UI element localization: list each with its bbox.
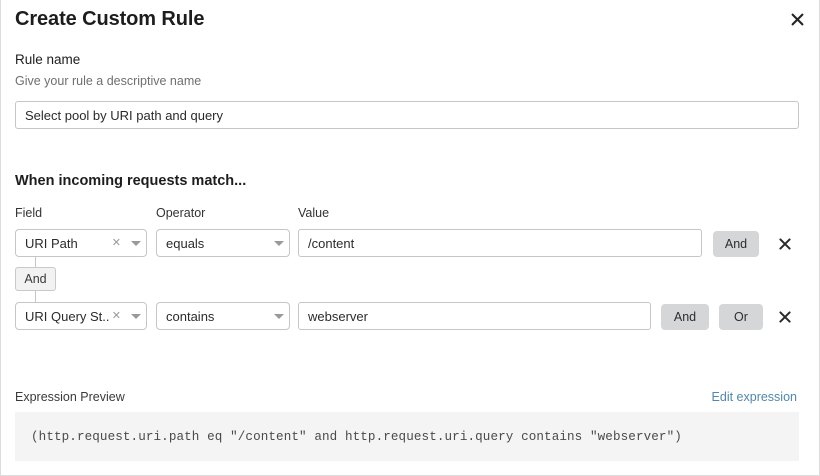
rule-name-label: Rule name (15, 52, 81, 67)
value-input-row-2[interactable] (298, 302, 651, 330)
and-button-row-2[interactable]: And (661, 304, 709, 330)
rule-name-input[interactable] (15, 101, 799, 129)
column-header-operator: Operator (156, 206, 206, 220)
operator-select-row-2[interactable]: contains (156, 302, 290, 330)
column-header-field: Field (15, 206, 43, 220)
edit-expression-link[interactable]: Edit expression (711, 390, 797, 404)
field-select-row-2[interactable]: URI Query St... ✕ (15, 302, 147, 330)
delete-row-1-icon[interactable] (776, 233, 794, 255)
match-section-heading: When incoming requests match... (15, 173, 247, 189)
expression-preview-label: Expression Preview (15, 390, 125, 404)
operator-select-row-1[interactable]: equals (156, 229, 290, 257)
column-header-value: Value (298, 206, 330, 220)
field-select-row-1[interactable]: URI Path ✕ (15, 229, 147, 257)
dialog-title: Create Custom Rule (15, 8, 205, 30)
chevron-down-icon[interactable] (269, 313, 289, 319)
close-small-icon[interactable]: ✕ (111, 236, 121, 249)
expression-preview-text: (http.request.uri.path eq "/content" and… (31, 429, 682, 444)
chevron-down-icon[interactable] (126, 240, 146, 246)
field-select-value-row-1: URI Path (25, 235, 78, 251)
close-icon[interactable] (785, 7, 809, 31)
field-select-value-row-2: URI Query St... (25, 308, 110, 324)
value-input-row-1[interactable] (298, 229, 702, 257)
and-button-row-1[interactable]: And (713, 231, 759, 257)
chevron-down-icon[interactable] (269, 240, 289, 246)
operator-select-value-row-1: equals (166, 235, 205, 251)
close-small-icon[interactable]: ✕ (111, 309, 121, 322)
rule-name-help-text: Give your rule a descriptive name (15, 74, 202, 88)
group-connector-and-badge[interactable]: And (15, 267, 56, 291)
chevron-down-icon[interactable] (126, 313, 146, 319)
delete-row-2-icon[interactable] (776, 306, 794, 328)
operator-select-value-row-2: contains (166, 308, 215, 324)
expression-preview-box: (http.request.uri.path eq "/content" and… (15, 412, 799, 461)
or-button-row-2[interactable]: Or (719, 304, 763, 330)
